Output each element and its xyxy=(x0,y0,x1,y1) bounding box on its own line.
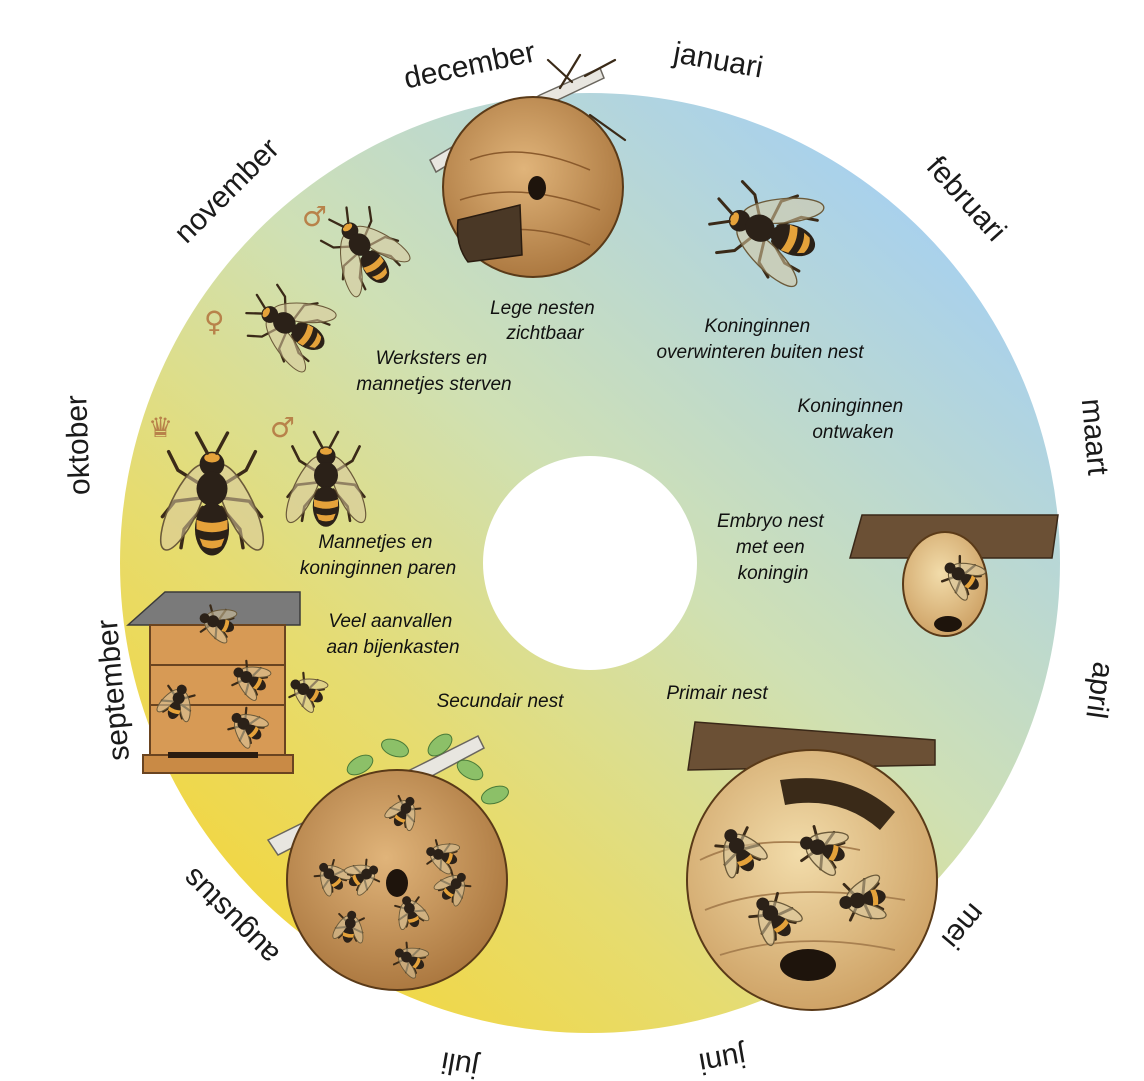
month-label-december: december xyxy=(401,35,538,95)
month-label-maart: maart xyxy=(1075,397,1115,477)
month-label-april: april xyxy=(1079,660,1120,721)
male-symbol: ♂ xyxy=(270,411,295,444)
female-symbol: ♀ xyxy=(204,305,225,338)
caption-primary-nest: Primair nest xyxy=(666,683,768,704)
month-label-oktober: oktober xyxy=(60,394,96,495)
empty-nest-illustration xyxy=(430,55,625,277)
queen-symbol: ♛ xyxy=(148,411,173,444)
month-label-juli: juli xyxy=(439,1045,482,1081)
month-label-januari: januari xyxy=(670,36,765,84)
month-label-mei: mei xyxy=(935,897,991,955)
month-label-juni: juni xyxy=(696,1039,749,1080)
caption-secondary-nest: Secundair nest xyxy=(437,691,564,712)
male-symbol: ♂ xyxy=(302,200,327,233)
month-label-februari: februari xyxy=(920,150,1013,248)
